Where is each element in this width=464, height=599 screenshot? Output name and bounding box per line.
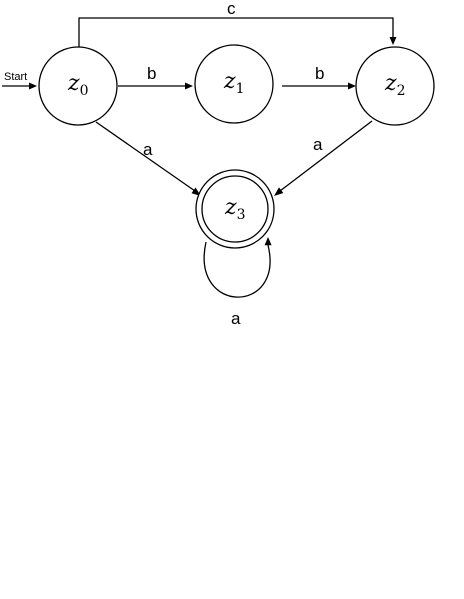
- transition-label: a: [313, 135, 323, 154]
- state-label: z2: [384, 71, 406, 99]
- transition-label: b: [315, 64, 324, 83]
- start-arrow: Start: [2, 71, 37, 90]
- transition-label: c: [227, 0, 236, 18]
- transition-z0-z3: a: [95, 121, 201, 196]
- transition-z1-z2: b: [282, 64, 356, 90]
- state-label: z1: [223, 69, 245, 97]
- transition-z0-z2: c: [78, 0, 397, 47]
- transition-z0-z1: b: [118, 64, 193, 90]
- state-z2: z2: [355, 46, 435, 126]
- state-z3: z3: [195, 169, 275, 249]
- transition-z3-loop: a: [203, 237, 272, 328]
- state-label: z0: [67, 71, 89, 99]
- transition-label: a: [231, 309, 241, 328]
- transition-z2-z3: a: [274, 120, 373, 196]
- start-label: Start: [4, 71, 27, 83]
- state-z0: z0: [38, 46, 118, 126]
- transition-label: b: [147, 64, 156, 83]
- state-label: z3: [224, 195, 246, 223]
- transition-label: a: [143, 140, 153, 159]
- state-z1: z1: [194, 44, 274, 124]
